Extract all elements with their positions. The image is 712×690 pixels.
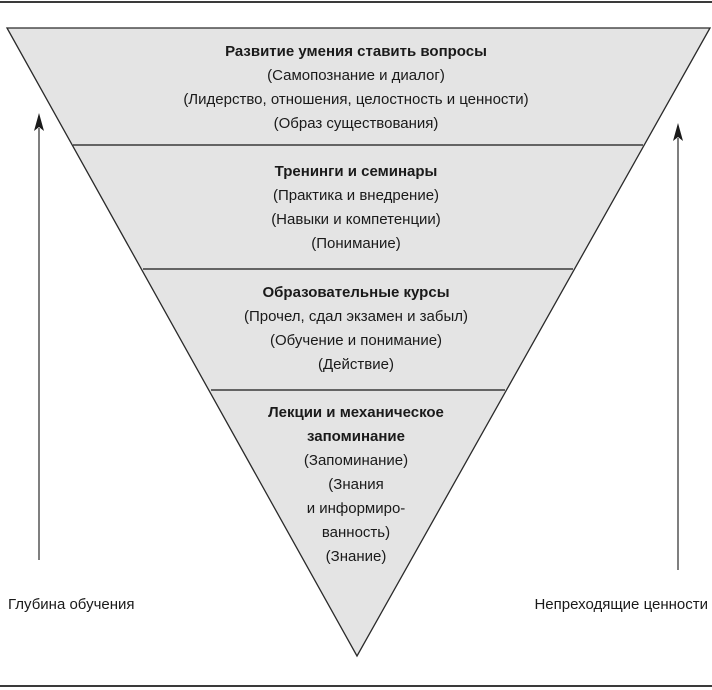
tier-1: Развитие умения ставить вопросы (Самопоз… (0, 40, 712, 136)
left-axis-label: Глубина обучения (8, 596, 135, 613)
tier-1-line-3: (Образ существования) (273, 115, 439, 132)
tier-4-line-3: и информиро- (306, 500, 406, 517)
tier-2: Тренинги и семинары (Практика и внедрени… (0, 160, 712, 256)
tier-2-title: Тренинги и семинары (274, 163, 438, 180)
tier-1-title: Развитие умения ставить вопросы (225, 43, 487, 60)
tier-4-line-2: (Знания (328, 476, 384, 493)
tier-2-line-3: (Понимание) (311, 235, 401, 252)
top-rule (0, 1, 712, 3)
tier-4: Лекции и механическое запоминание (Запом… (0, 401, 712, 569)
tier-3-title: Образовательные курсы (262, 284, 450, 301)
left-up-arrow-icon (34, 113, 44, 560)
tier-4-title-line-1: Лекции и механическое (268, 404, 444, 421)
tier-2-line-2: (Навыки и компетенции) (271, 211, 441, 228)
tier-4-line-1: (Запоминание) (303, 452, 409, 469)
tier-3: Образовательные курсы (Прочел, сдал экза… (0, 281, 712, 377)
tier-3-line-1: (Прочел, сдал экзамен и забыл) (244, 308, 468, 325)
tier-4-line-5: (Знание) (325, 548, 387, 565)
tier-2-line-1: (Практика и внедрение) (272, 187, 440, 204)
tier-4-line-4: ванность) (321, 524, 391, 541)
tier-1-line-1: (Самопознание и диалог) (267, 67, 445, 84)
bottom-rule (0, 685, 712, 687)
pyramid-shape (5, 27, 712, 658)
right-axis-label: Непреходящие ценности (534, 596, 708, 613)
tier-3-line-2: (Обучение и понимание) (269, 332, 443, 349)
tier-3-line-3: (Действие) (318, 356, 394, 373)
tier-1-line-2: (Лидерство, отношения, целостность и цен… (183, 91, 529, 108)
right-up-arrow-icon (673, 123, 683, 570)
tier-4-title-line-2: запоминание (307, 428, 405, 445)
